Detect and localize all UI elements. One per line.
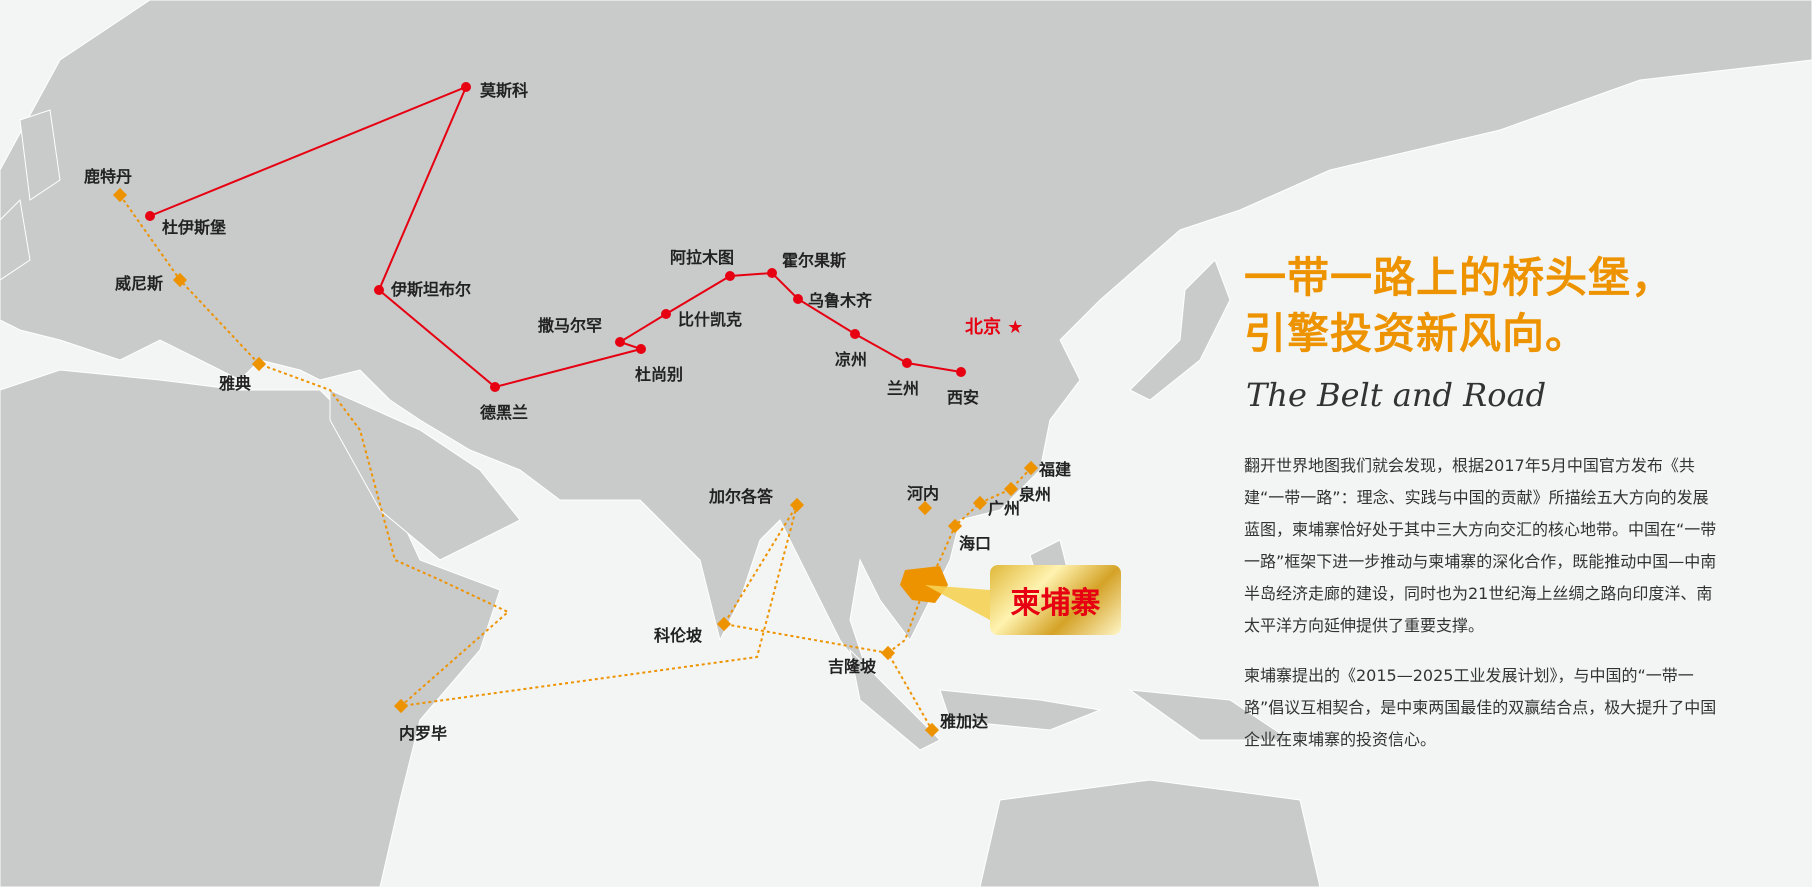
sea-route-line	[119, 194, 933, 731]
land_route-marker	[661, 309, 671, 319]
sea_route-city-label: 雅加达	[940, 712, 989, 731]
sea_route-city-label: 泉州	[1019, 485, 1052, 504]
sea_route-city-label: 加尔各答	[709, 487, 774, 506]
sea_route-marker	[880, 645, 896, 661]
headline-line-1: 一带一路上的桥头堡，	[1244, 253, 1675, 302]
sea_route-marker	[917, 500, 933, 516]
sea_route-city-label: 科伦坡	[654, 626, 703, 645]
sea_route-marker	[716, 616, 732, 632]
land_route-city-label: 撒马尔罕	[538, 316, 603, 335]
land_route-marker	[374, 285, 384, 295]
land_route-marker	[725, 271, 735, 281]
land_route-city-label: 杜伊斯堡	[162, 218, 227, 237]
land_route-marker	[461, 82, 471, 92]
headline: 一带一路上的桥头堡， 引擎投资新风向。	[1244, 250, 1674, 362]
cambodia-shape	[900, 566, 948, 603]
star-icon: ★	[1007, 317, 1024, 338]
sea_route-city-label: 吉隆坡	[828, 657, 877, 676]
paragraph-1: 翻开世界地图我们就会发现，根据2017年5月中国官方发布《共建“一带一路”：理念…	[1244, 456, 1717, 635]
land_route-marker	[767, 268, 777, 278]
land_route-marker	[956, 367, 966, 377]
sea_route-city-label: 鹿特丹	[84, 167, 133, 186]
land_route-city-label: 比什凯克	[678, 310, 743, 329]
sea_route-city-label: 广州	[988, 499, 1021, 518]
land_route-marker	[636, 344, 646, 354]
sea_route-city-label: 威尼斯	[115, 274, 164, 293]
cambodia-pointer	[925, 585, 990, 620]
sea_route-marker	[393, 698, 409, 714]
land_route-city-label: 伊斯坦布尔	[391, 280, 472, 299]
sea_route-marker	[172, 272, 188, 288]
cambodia-label: 柬埔寨	[990, 565, 1121, 635]
land_route-marker	[793, 294, 803, 304]
land_route-city-label: 阿拉木图	[670, 248, 735, 267]
sea_route-marker	[924, 722, 940, 738]
sea_route-city-label: 河内	[907, 484, 940, 503]
land_route-marker	[902, 358, 912, 368]
land_route-marker	[490, 382, 500, 392]
land_route-city-label: 兰州	[887, 379, 920, 398]
sea_route-city-label: 福建	[1039, 460, 1072, 479]
subtitle: The Belt and Road	[1246, 376, 1547, 414]
land_route-marker	[850, 329, 860, 339]
beijing-name: 北京	[965, 317, 1001, 338]
land_route-city-label: 乌鲁木齐	[808, 291, 873, 310]
sea_route-city-label: 雅典	[219, 374, 252, 393]
headline-line-2: 引擎投资新风向。	[1244, 309, 1589, 358]
paragraph-2: 柬埔寨提出的《2015—2025工业发展计划》，与中国的“一带一路”倡议互相契合…	[1244, 666, 1717, 749]
land_route-city-label: 凉州	[835, 350, 868, 369]
land_route-city-label: 莫斯科	[480, 81, 529, 100]
sea_route-marker	[789, 497, 805, 513]
beijing-label: 北京 ★	[965, 313, 1023, 339]
land_route-marker	[615, 337, 625, 347]
land_route-city-label: 杜尚别	[635, 365, 684, 384]
sea_route-marker	[972, 495, 988, 511]
sea-route-line	[887, 467, 1032, 654]
sea_route-marker	[1003, 481, 1019, 497]
sea_route-city-label: 内罗毕	[399, 724, 448, 743]
land_route-city-label: 霍尔果斯	[782, 251, 847, 270]
land_route-city-label: 德黑兰	[480, 403, 529, 422]
sea_route-city-label: 海口	[959, 534, 992, 553]
land_route-marker	[145, 211, 155, 221]
sea_route-marker	[1023, 460, 1039, 476]
sea_route-marker	[947, 518, 963, 534]
sea_route-marker	[251, 356, 267, 372]
land_route-city-label: 西安	[947, 388, 980, 407]
